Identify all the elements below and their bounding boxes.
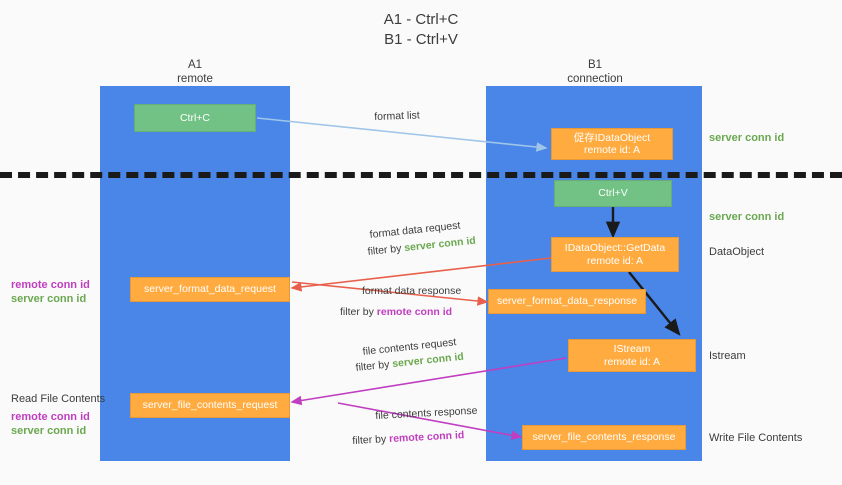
label-server-conn-id-top: server conn id xyxy=(709,132,785,144)
lane-b1-name: B1 xyxy=(587,59,603,71)
phase-divider xyxy=(0,172,842,178)
filter-prefix: filter by xyxy=(340,306,377,318)
box-getdata-line2: remote id: A xyxy=(586,254,644,267)
filter-prefix: filter by xyxy=(352,433,390,447)
edge-label-format-list: format list xyxy=(374,109,420,123)
box-getdata-line1: IDataObject::GetData xyxy=(564,242,666,254)
label-group-conn-ids-top: remote conn id server conn id xyxy=(11,278,90,306)
filter-key-server-conn-id: server conn id xyxy=(403,234,477,255)
label-read-file-contents: Read File Contents xyxy=(11,393,106,405)
label-dataobject: DataObject xyxy=(709,246,765,258)
box-server-format-data-response[interactable]: server_format_data_response xyxy=(488,289,646,314)
box-idataobject[interactable]: 促存IDataObject remote id: A xyxy=(551,128,673,160)
box-server-format-data-request[interactable]: server_format_data_request xyxy=(130,277,290,302)
box-ctrl-c[interactable]: Ctrl+C xyxy=(134,104,256,132)
box-idataobject-line2: remote id: A xyxy=(583,144,641,156)
box-server-file-contents-response-label: server_file_contents_response xyxy=(532,431,676,444)
box-server-file-contents-request-label: server_file_contents_request xyxy=(142,399,278,412)
label-write-file-contents: Write File Contents xyxy=(709,432,803,444)
box-istream[interactable]: IStream remote id: A xyxy=(568,339,696,372)
box-getdata[interactable]: IDataObject::GetData remote id: A xyxy=(551,237,679,272)
box-server-file-contents-request[interactable]: server_file_contents_request xyxy=(130,393,290,418)
box-server-file-contents-response[interactable]: server_file_contents_response xyxy=(522,425,686,450)
label-remote-conn-id-bottom: remote conn id xyxy=(11,411,90,423)
box-idataobject-line1: 促存IDataObject xyxy=(573,131,651,144)
box-ctrl-v[interactable]: Ctrl+V xyxy=(554,180,672,207)
label-remote-conn-id-top: remote conn id xyxy=(11,279,90,291)
filter-key-remote-conn-id: remote conn id xyxy=(376,306,453,318)
box-istream-line2: remote id: A xyxy=(603,355,661,368)
label-server-conn-id-second: server conn id xyxy=(709,211,785,223)
lane-a1-subtitle: remote xyxy=(177,73,213,85)
box-istream-line1: IStream xyxy=(613,343,651,355)
box-ctrl-v-label: Ctrl+V xyxy=(598,187,628,200)
label-group-conn-ids-bottom: remote conn id server conn id xyxy=(11,410,90,438)
label-server-conn-id-left-bottom: server conn id xyxy=(11,425,87,437)
edge-label-format-data-response-filter: filter by remote conn id xyxy=(340,305,452,319)
label-istream: Istream xyxy=(709,350,746,362)
filter-prefix: filter by xyxy=(355,358,393,374)
filter-prefix: filter by xyxy=(367,242,405,258)
lane-b1-subtitle: connection xyxy=(567,73,623,85)
title-line-1: A1 - Ctrl+C xyxy=(383,11,459,28)
lane-a1-name: A1 xyxy=(187,59,203,71)
label-server-conn-id-left-top: server conn id xyxy=(11,293,87,305)
page-title: A1 - Ctrl+C B1 - Ctrl+V xyxy=(0,10,842,50)
edge-label-file-contents-response: file contents response xyxy=(375,404,478,422)
edge-label-file-contents-response-filter: filter by remote conn id xyxy=(352,428,465,448)
title-line-2: B1 - Ctrl+V xyxy=(384,31,458,48)
box-ctrl-c-label: Ctrl+C xyxy=(179,111,211,124)
lane-header-a1: A1 remote xyxy=(105,58,285,86)
edge-label-format-data-response: format data response xyxy=(362,285,462,297)
box-server-format-data-request-label: server_format_data_request xyxy=(144,283,276,296)
box-server-format-data-response-label: server_format_data_response xyxy=(496,295,638,308)
filter-key-remote-conn-id: remote conn id xyxy=(388,429,465,446)
lane-header-b1: B1 connection xyxy=(505,58,685,86)
